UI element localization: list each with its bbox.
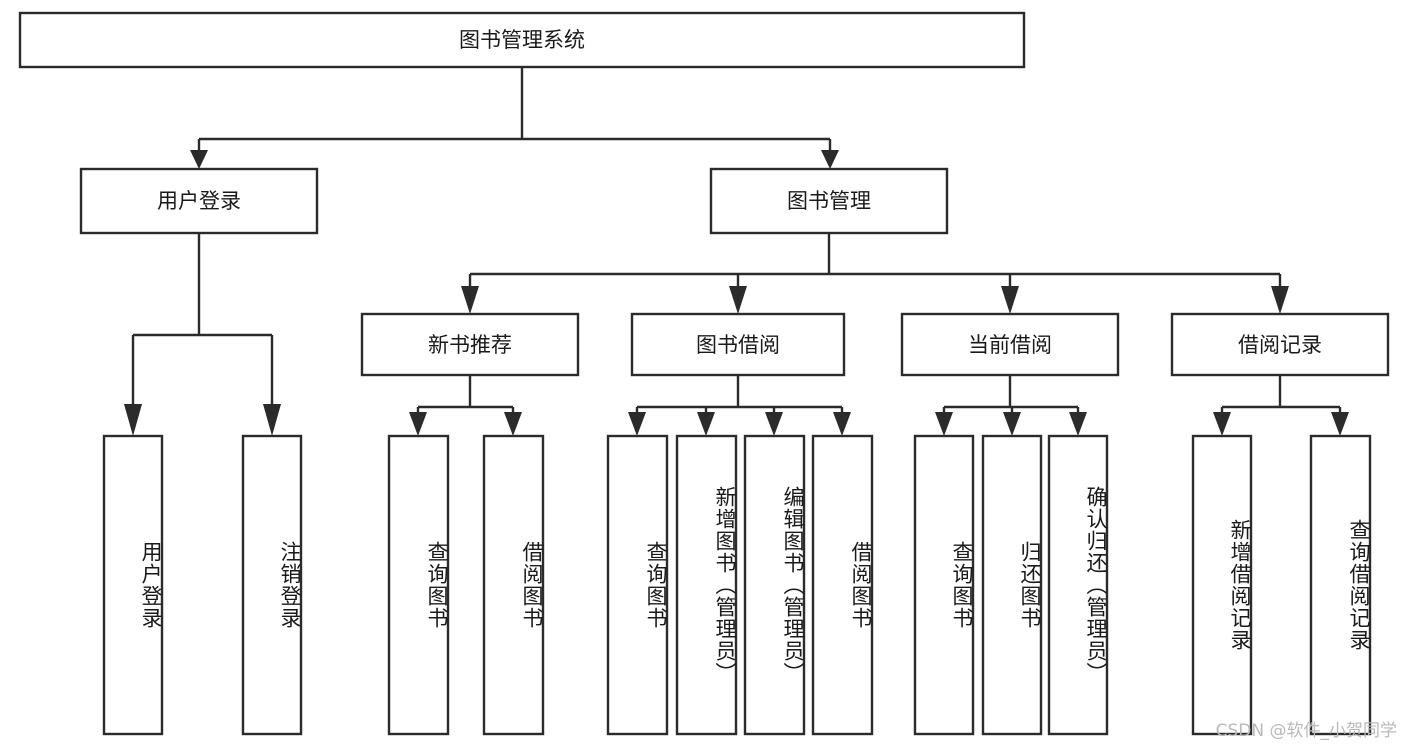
arrow-head-leaf-confirm-return <box>1069 412 1087 436</box>
node-leaf-return-book-box[interactable] <box>981 434 1043 736</box>
connector-group-new-book-recommend-children <box>409 375 522 436</box>
connector-group-book-manage <box>461 233 1289 314</box>
connector-group-borrow-record-children <box>1213 375 1349 436</box>
node-current-borrow[interactable]: 当前借阅 <box>900 312 1120 377</box>
node-book-borrow-box[interactable] <box>630 312 846 377</box>
arrow-head-book-manage <box>821 150 839 169</box>
arrow-head-leaf-borrow-book-1 <box>504 412 522 436</box>
node-leaf-add-book-box[interactable] <box>675 434 738 736</box>
node-leaf-query-book-2-box[interactable] <box>606 434 669 736</box>
node-new-book-recommend[interactable]: 新书推荐 <box>360 312 580 377</box>
node-new-book-recommend-box[interactable] <box>360 312 580 377</box>
node-borrow-record-box[interactable] <box>1170 312 1390 377</box>
node-leaf-query-book-3-box[interactable] <box>913 434 975 736</box>
node-root-label: 图书管理系统 <box>459 28 585 52</box>
node-leaf-user-logout-box[interactable] <box>241 434 303 736</box>
node-current-borrow-box[interactable] <box>900 312 1120 377</box>
node-book-manage-label: 图书管理 <box>787 189 871 213</box>
node-new-book-recommend-label: 新书推荐 <box>428 333 512 357</box>
node-book-manage-box[interactable] <box>709 167 949 235</box>
leaf-boxes <box>102 434 1372 736</box>
node-leaf-edit-book-box[interactable] <box>743 434 806 736</box>
node-leaf-add-record-box[interactable] <box>1191 434 1253 736</box>
arrow-head-leaf-user-logout <box>263 404 281 436</box>
node-root[interactable]: 图书管理系统 <box>18 11 1026 69</box>
arrow-head-current-borrow <box>1001 286 1019 314</box>
arrow-head-leaf-return-book <box>1003 412 1021 436</box>
node-book-borrow-label: 图书借阅 <box>696 333 780 357</box>
node-book-manage[interactable]: 图书管理 <box>709 167 949 235</box>
connector-group-book-borrow-children <box>628 375 851 436</box>
arrow-head-leaf-query-book-1 <box>409 412 427 436</box>
arrow-head-leaf-borrow-book-2 <box>833 412 851 436</box>
arrow-head-leaf-add-book <box>697 412 715 436</box>
arrow-head-user-login <box>190 150 208 169</box>
node-borrow-record[interactable]: 借阅记录 <box>1170 312 1390 377</box>
arrow-head-leaf-add-record <box>1213 412 1231 436</box>
arrow-head-leaf-user-login <box>124 404 142 436</box>
node-leaf-query-record-box[interactable] <box>1309 434 1372 736</box>
arrow-head-leaf-query-book-3 <box>935 412 953 436</box>
connector-group-user-login-children <box>124 233 281 436</box>
node-book-borrow[interactable]: 图书借阅 <box>630 312 846 377</box>
connector-group-current-borrow-children <box>935 375 1087 436</box>
arrow-head-new-book-recommend <box>461 286 479 314</box>
node-user-login[interactable]: 用户登录 <box>79 167 319 235</box>
node-borrow-record-label: 借阅记录 <box>1238 333 1322 357</box>
arrow-head-borrow-record <box>1271 286 1289 314</box>
csdn-watermark: CSDN @软件_小贺同学 <box>1215 721 1397 741</box>
node-user-login-box[interactable] <box>79 167 319 235</box>
node-leaf-confirm-return-box[interactable] <box>1047 434 1109 736</box>
node-leaf-user-login-box[interactable] <box>102 434 164 736</box>
connector-group-root <box>190 67 839 169</box>
node-leaf-query-book-1-box[interactable] <box>387 434 450 736</box>
node-root-box[interactable] <box>18 11 1026 69</box>
node-leaf-borrow-book-2-box[interactable] <box>811 434 874 736</box>
node-leaf-borrow-book-1-box[interactable] <box>482 434 545 736</box>
node-user-login-label: 用户登录 <box>157 189 241 213</box>
arrow-head-leaf-edit-book <box>765 412 783 436</box>
node-current-borrow-label: 当前借阅 <box>968 333 1052 357</box>
arrow-head-leaf-query-book-2 <box>628 412 646 436</box>
arrow-head-leaf-query-record <box>1331 412 1349 436</box>
arrow-head-book-borrow <box>729 286 747 314</box>
